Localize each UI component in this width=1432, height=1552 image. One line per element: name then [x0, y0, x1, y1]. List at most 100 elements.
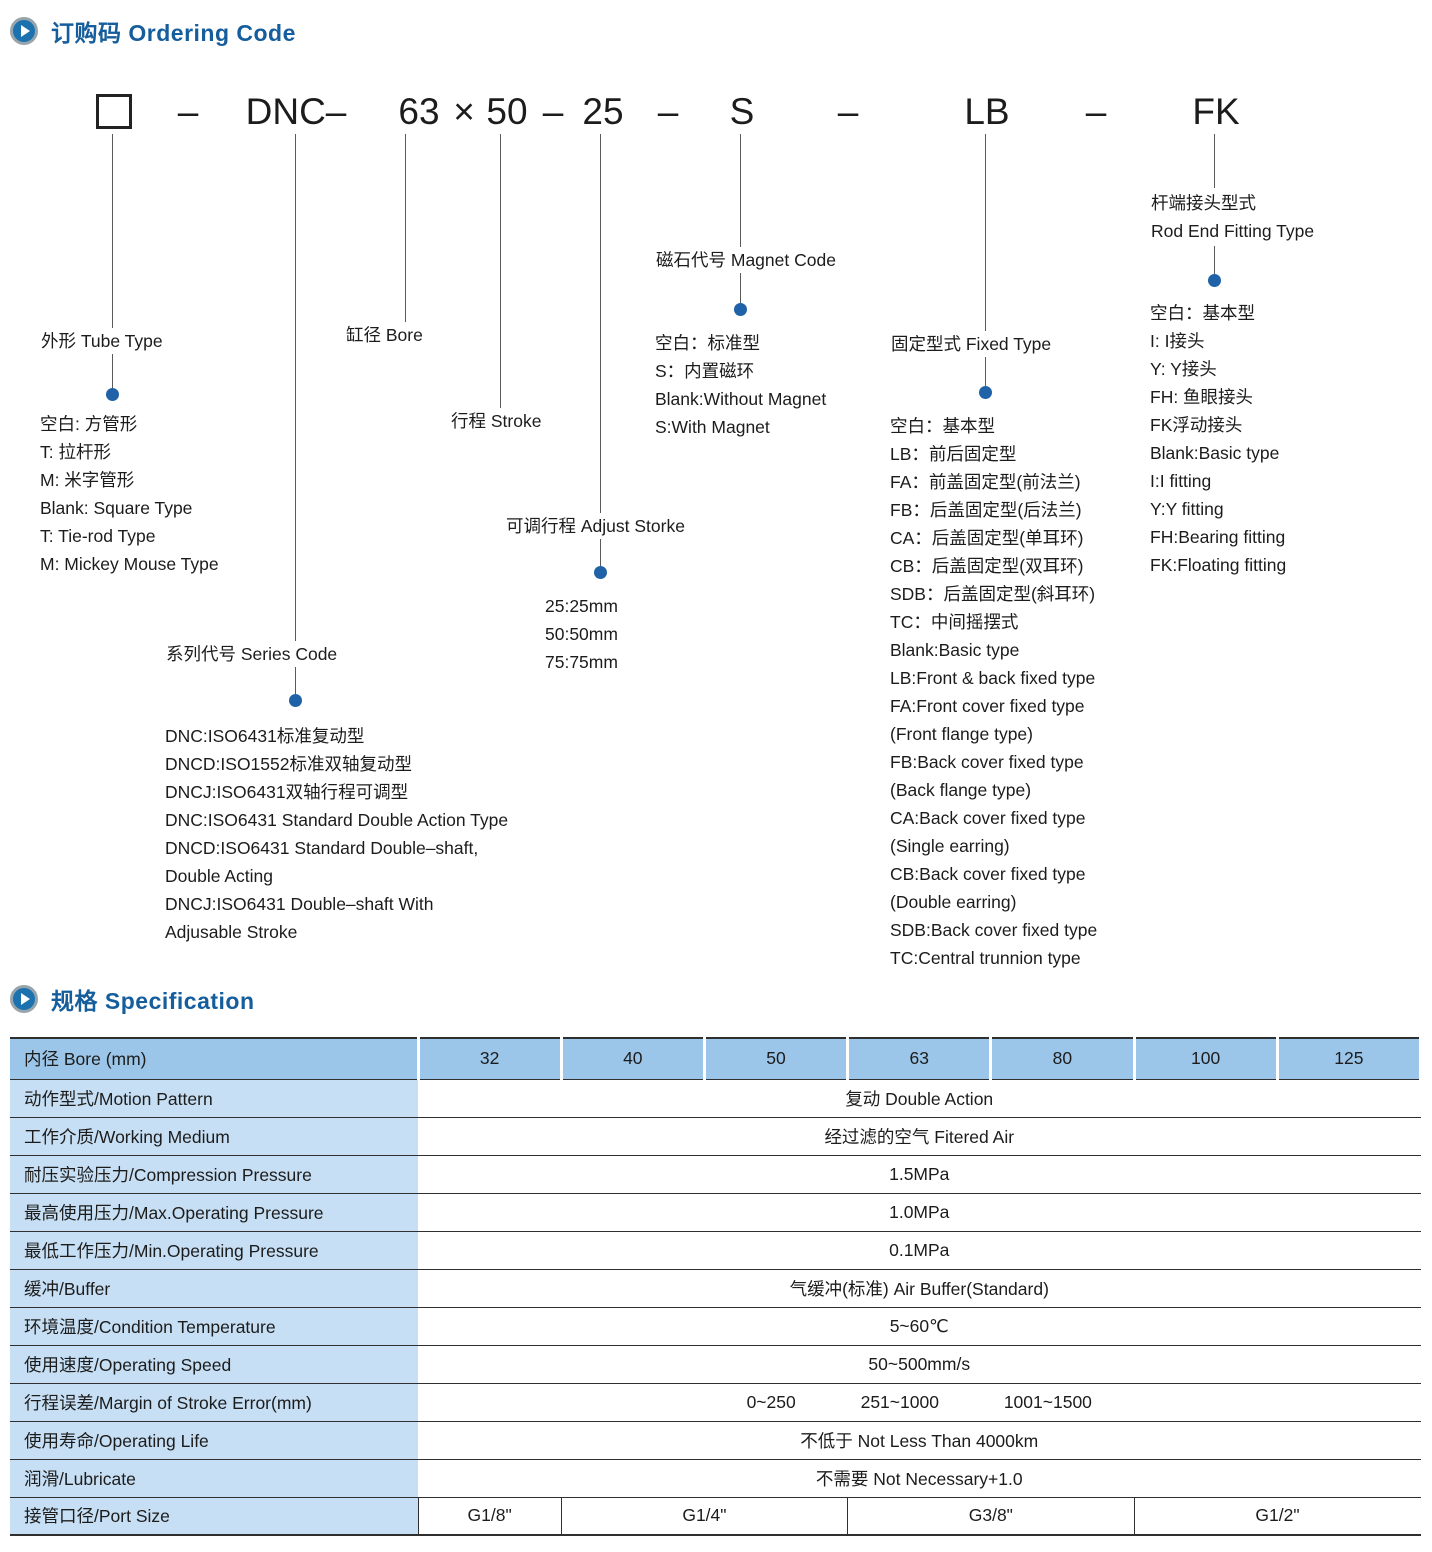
series-code-option: Double Acting: [165, 866, 273, 886]
series-code-option: DNC:ISO6431 Standard Double Action Type: [165, 810, 509, 830]
spec-row-lubricate: 润滑/Lubricate 不需要 Not Necessary+1.0: [10, 1459, 1421, 1498]
spec-row-value: 不需要 Not Necessary+1.0: [418, 1459, 1421, 1498]
spec-row-value: 1.5MPa: [418, 1155, 1421, 1194]
spec-header-label: 内径 Bore (mm): [10, 1038, 420, 1080]
spec-row-value: 50~500mm/s: [418, 1345, 1421, 1384]
tube-type-option: M: Mickey Mouse Type: [40, 554, 219, 574]
spec-row-value: 0~250 251~1000 1001~1500: [418, 1383, 1421, 1422]
magnet-option: S：内置磁环: [655, 361, 755, 381]
series-code-dot: [289, 694, 302, 707]
rod-end-option: FH:Bearing fitting: [1150, 527, 1286, 547]
spec-row-operating-speed: 使用速度/Operating Speed 50~500mm/s: [10, 1345, 1421, 1384]
bore-connector-line: [405, 134, 406, 322]
tube-type-connector-line: [112, 134, 113, 390]
series-code-option: Adjusable Stroke: [165, 922, 298, 942]
spec-row-value: 5~60℃: [418, 1307, 1421, 1346]
ordering-section-header: 订购码 Ordering Code: [10, 14, 296, 48]
ordering-code-fixed: LB: [964, 91, 1010, 132]
series-code-option: DNCJ:ISO6431 Double–shaft With: [165, 894, 434, 914]
spec-row-min-operating-pressure: 最低工作压力/Min.Operating Pressure 0.1MPa: [10, 1231, 1421, 1270]
rod-end-label: 杆端接头型式 Rod End Fitting Type: [1148, 188, 1318, 246]
ordering-code-dash: –: [837, 91, 859, 132]
spec-header-bore: 50: [702, 1038, 850, 1080]
tube-type-option: Blank: Square Type: [40, 498, 193, 518]
series-code-option: DNC:ISO6431标准复动型: [165, 726, 365, 746]
spec-row-buffer: 缓冲/Buffer 气缓冲(标准) Air Buffer(Standard): [10, 1269, 1421, 1308]
spec-header-bore: 100: [1132, 1038, 1279, 1080]
fixed-type-option: CB：后盖固定型(双耳环): [890, 556, 1084, 576]
adjust-stroke-dot: [594, 566, 607, 579]
ordering-code-rod-end: FK: [1192, 91, 1240, 132]
spec-row-value: 复动 Double Action: [418, 1079, 1421, 1118]
ordering-code-blank-box: [96, 94, 132, 129]
spec-row-label: 润滑/Lubricate: [10, 1459, 418, 1498]
fixed-type-option: (Single earring): [890, 836, 1010, 856]
adjust-stroke-label: 可调行程 Adjust Storke: [503, 513, 688, 539]
fixed-type-option: CA:Back cover fixed type: [890, 808, 1086, 828]
series-code-connector-line: [295, 134, 296, 696]
series-code-option: DNCD:ISO6431 Standard Double–shaft,: [165, 838, 479, 858]
bore-label: 缸径 Bore: [343, 322, 426, 348]
series-code-option: DNCJ:ISO6431双轴行程可调型: [165, 782, 409, 802]
spec-row-max-operating-pressure: 最高使用压力/Max.Operating Pressure 1.0MPa: [10, 1193, 1421, 1232]
stroke-connector-line: [500, 134, 501, 408]
ordering-code-magnet: S: [729, 91, 755, 132]
spec-row-label: 行程误差/Margin of Stroke Error(mm): [10, 1383, 418, 1422]
ordering-section-title: 订购码 Ordering Code: [51, 20, 296, 46]
magnet-label: 磁石代号 Magnet Code: [653, 247, 839, 273]
magnet-option: S:With Magnet: [655, 417, 770, 437]
magnet-option: Blank:Without Magnet: [655, 389, 827, 409]
spec-header-bore: 80: [989, 1038, 1136, 1080]
fixed-type-option: LB:Front & back fixed type: [890, 668, 1096, 688]
spec-row-compression-pressure: 耐压实验压力/Compression Pressure 1.5MPa: [10, 1155, 1421, 1194]
ordering-code-dash: –: [657, 91, 679, 132]
rod-end-option: Y: Y接头: [1150, 359, 1217, 379]
fixed-type-option: LB：前后固定型: [890, 444, 1017, 464]
fixed-type-dot: [979, 386, 992, 399]
fixed-type-option: FA:Front cover fixed type: [890, 696, 1085, 716]
ordering-code-times: ×: [453, 91, 475, 132]
stroke-error-range: 1001~1500: [1003, 1391, 1092, 1412]
specification-table: 内径 Bore (mm) 32 40 50 63 80 100 125 动作型式…: [10, 1037, 1423, 1536]
fixed-type-option: SDB：后盖固定型(斜耳环): [890, 584, 1096, 604]
play-triangle: [21, 25, 30, 37]
rod-end-option: 空白：基本型: [1150, 303, 1255, 323]
stroke-error-range: 0~250: [746, 1391, 796, 1412]
spec-row-label: 接管口径/Port Size: [10, 1497, 418, 1536]
tube-type-label: 外形 Tube Type: [38, 328, 166, 354]
play-icon: [10, 17, 38, 45]
adjust-stroke-option: 50:50mm: [545, 624, 618, 644]
spec-row-stroke-error: 行程误差/Margin of Stroke Error(mm) 0~250 25…: [10, 1383, 1421, 1422]
port-size-value: G1/2": [1133, 1497, 1421, 1536]
spec-row-value: 气缓冲(标准) Air Buffer(Standard): [418, 1269, 1421, 1308]
fixed-type-option: Blank:Basic type: [890, 640, 1020, 660]
rod-end-option: Blank:Basic type: [1150, 443, 1280, 463]
port-size-value: G3/8": [847, 1497, 1135, 1536]
rod-end-option: FK浮动接头: [1150, 415, 1243, 435]
spec-row-working-medium: 工作介质/Working Medium 经过滤的空气 Fitered Air: [10, 1117, 1421, 1156]
fixed-type-option: CB:Back cover fixed type: [890, 864, 1086, 884]
fixed-type-option: TC：中间摇摆式: [890, 612, 1019, 632]
stroke-label: 行程 Stroke: [448, 408, 545, 434]
rod-end-option: FK:Floating fitting: [1150, 555, 1287, 575]
tube-type-option: T: 拉杆形: [40, 442, 111, 462]
rod-end-dot: [1208, 274, 1221, 287]
spec-row-value: 经过滤的空气 Fitered Air: [418, 1117, 1421, 1156]
ordering-code-dash: –: [542, 91, 564, 132]
spec-row-condition-temperature: 环境温度/Condition Temperature 5~60℃: [10, 1307, 1421, 1346]
magnet-dot: [734, 303, 747, 316]
tube-type-dot: [106, 388, 119, 401]
play-icon: [10, 985, 38, 1013]
spec-header-bore: 125: [1275, 1038, 1423, 1080]
fixed-type-option: SDB:Back cover fixed type: [890, 920, 1098, 940]
spec-row-value: 1.0MPa: [418, 1193, 1421, 1232]
ordering-code-dash: –: [177, 91, 199, 132]
fixed-type-option: CA：后盖固定型(单耳环): [890, 528, 1084, 548]
tube-type-option: T: Tie-rod Type: [40, 526, 156, 546]
